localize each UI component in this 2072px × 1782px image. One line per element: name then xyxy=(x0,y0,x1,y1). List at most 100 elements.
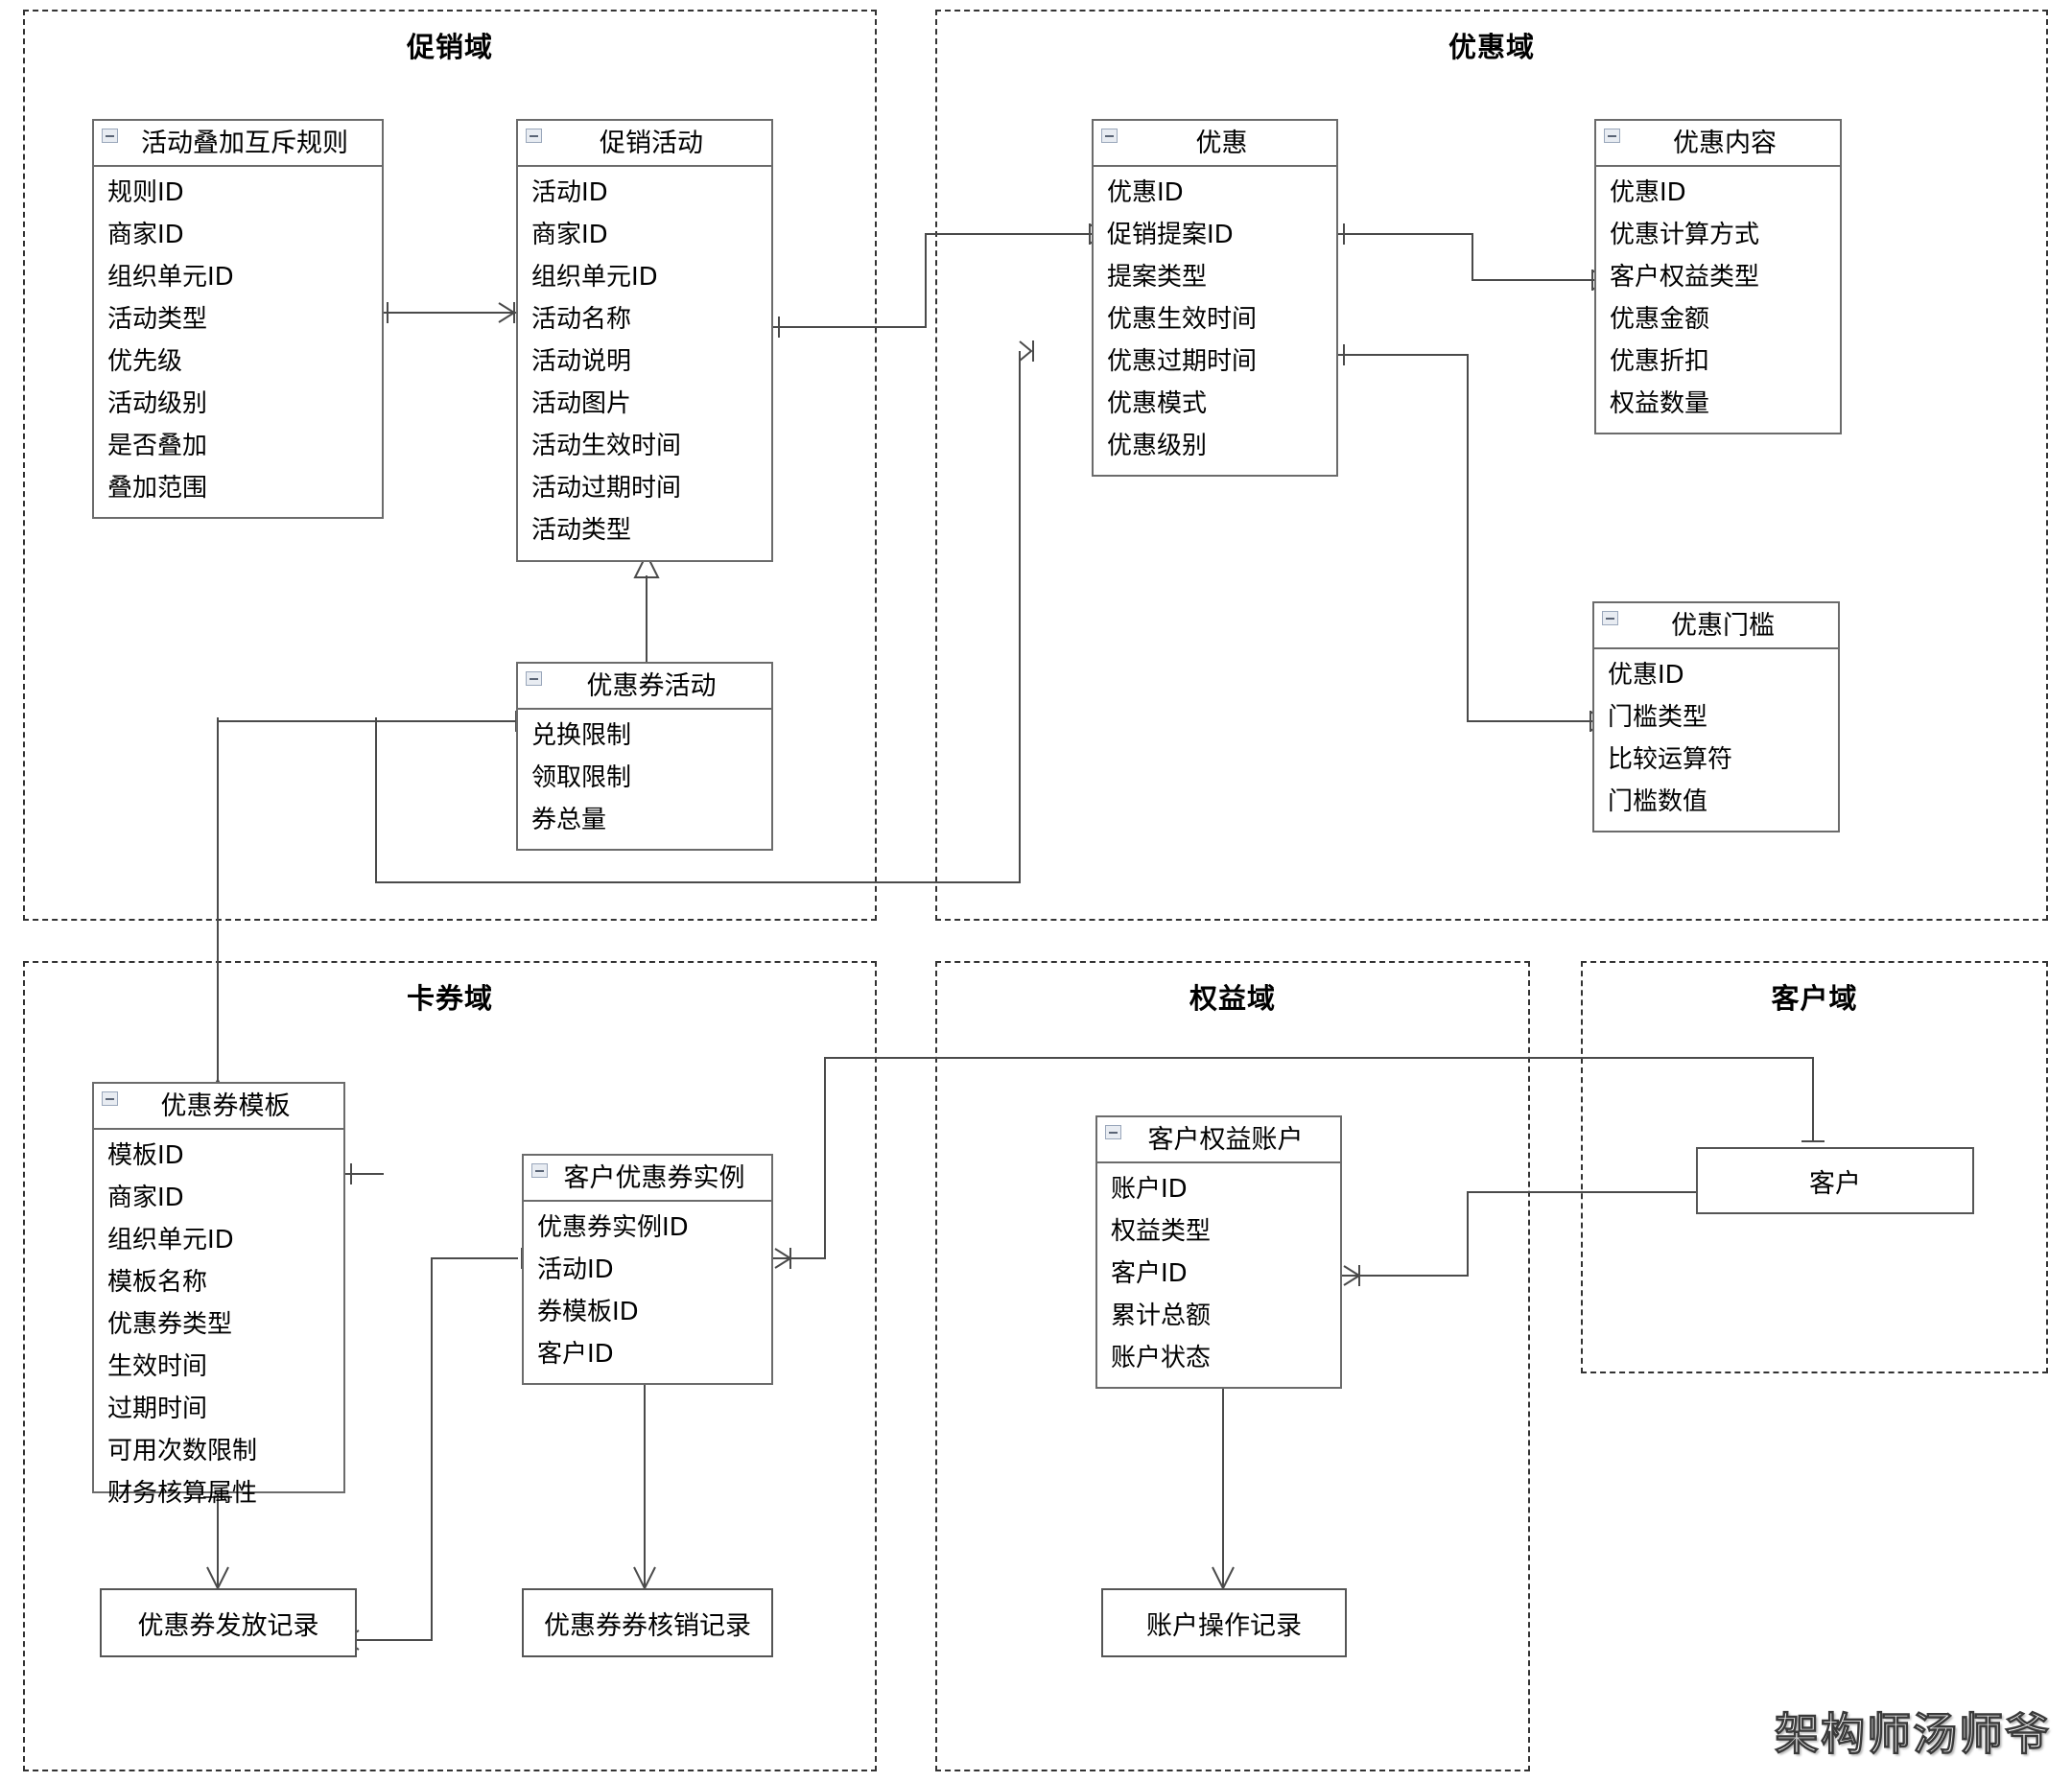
entity-title-coupon-campaign: 优惠券活动 xyxy=(586,670,717,701)
entity-coupon-campaign[interactable]: 优惠券活动 兑换限制 领取限制 券总量 xyxy=(516,662,773,851)
field-row: 促销提案ID xyxy=(1107,221,1234,249)
field-row: 领取限制 xyxy=(531,763,632,792)
entity-header-coupon-template: 优惠券模板 xyxy=(94,1084,343,1130)
entity-header-coupon-campaign: 优惠券活动 xyxy=(518,664,771,710)
field-row: 模板ID xyxy=(107,1141,184,1170)
field-row: 优惠计算方式 xyxy=(1610,221,1760,249)
field-row: 账户状态 xyxy=(1111,1344,1212,1372)
field-row: 账户ID xyxy=(1111,1175,1188,1204)
field-row: 优惠券实例ID xyxy=(537,1213,689,1242)
entity-header-campaign: 促销活动 xyxy=(518,121,771,167)
entity-fields-coupon-instance: 优惠券实例ID 活动ID 券模板ID 客户ID xyxy=(524,1202,771,1381)
domain-title-promotion: 促销域 xyxy=(406,31,493,63)
field-row: 模板名称 xyxy=(107,1268,208,1297)
field-row: 客户权益类型 xyxy=(1610,263,1760,292)
field-row: 叠加范围 xyxy=(107,474,208,503)
domain-coupon: 卡券域 xyxy=(23,961,877,1771)
entity-title-discount-threshold: 优惠门槛 xyxy=(1671,610,1775,641)
collapse-minus-icon[interactable] xyxy=(1105,1125,1121,1139)
field-row: 优惠金额 xyxy=(1610,305,1710,334)
entity-header-rule: 活动叠加互斥规则 xyxy=(94,121,382,167)
entity-customer[interactable]: 客户 xyxy=(1696,1147,1974,1214)
field-row: 过期时间 xyxy=(107,1395,208,1423)
field-row: 规则ID xyxy=(107,178,184,207)
field-row: 财务核算属性 xyxy=(107,1479,258,1508)
entity-fields-discount-threshold: 优惠ID 门槛类型 比较运算符 门槛数值 xyxy=(1594,649,1838,829)
field-row: 优惠ID xyxy=(1608,661,1684,690)
entity-fields-discount-content: 优惠ID 优惠计算方式 客户权益类型 优惠金额 优惠折扣 权益数量 xyxy=(1596,167,1840,431)
field-row: 活动名称 xyxy=(531,305,632,334)
field-row: 优惠生效时间 xyxy=(1107,305,1258,334)
entity-fields-benefit-account: 账户ID 权益类型 客户ID 累计总额 账户状态 xyxy=(1097,1163,1340,1385)
field-row: 活动过期时间 xyxy=(531,474,682,503)
field-row: 活动生效时间 xyxy=(531,432,682,460)
entity-title-rule: 活动叠加互斥规则 xyxy=(141,128,348,158)
entity-account-op-record[interactable]: 账户操作记录 xyxy=(1101,1588,1347,1657)
domain-benefit: 权益域 xyxy=(935,961,1530,1771)
collapse-minus-icon[interactable] xyxy=(526,129,542,143)
field-row: 优惠过期时间 xyxy=(1107,347,1258,376)
field-row: 比较运算符 xyxy=(1608,745,1733,774)
domain-title-benefit: 权益域 xyxy=(1189,982,1276,1015)
collapse-minus-icon[interactable] xyxy=(526,671,542,686)
field-row: 活动说明 xyxy=(531,347,632,376)
field-row: 商家ID xyxy=(531,221,608,249)
field-row: 权益数量 xyxy=(1610,389,1710,418)
field-row: 组织单元ID xyxy=(107,263,234,292)
entity-title-coupon-template: 优惠券模板 xyxy=(160,1090,291,1121)
field-row: 商家ID xyxy=(107,221,184,249)
field-row: 优先级 xyxy=(107,347,183,376)
entity-coupon-template[interactable]: 优惠券模板 模板ID 商家ID 组织单元ID 模板名称 优惠券类型 生效时间 过… xyxy=(92,1082,345,1508)
field-row: 活动图片 xyxy=(531,389,632,418)
entity-benefit-account[interactable]: 客户权益账户 账户ID 权益类型 客户ID 累计总额 账户状态 xyxy=(1095,1115,1342,1389)
collapse-minus-icon[interactable] xyxy=(531,1163,548,1178)
field-row: 券模板ID xyxy=(537,1298,639,1326)
field-row: 活动ID xyxy=(537,1255,614,1284)
domain-customer: 客户域 xyxy=(1581,961,2048,1373)
field-row: 优惠级别 xyxy=(1107,432,1208,460)
field-row: 门槛数值 xyxy=(1608,787,1708,816)
field-row: 组织单元ID xyxy=(531,263,658,292)
field-row: 活动类型 xyxy=(531,516,632,545)
field-row: 商家ID xyxy=(107,1184,184,1212)
field-row: 组织单元ID xyxy=(107,1226,234,1254)
field-row: 兑换限制 xyxy=(531,721,632,750)
entity-coupon-issue-record[interactable]: 优惠券发放记录 xyxy=(100,1588,357,1657)
domain-title-coupon: 卡券域 xyxy=(406,982,493,1015)
entity-title-discount-content: 优惠内容 xyxy=(1673,128,1777,158)
entity-header-discount-threshold: 优惠门槛 xyxy=(1594,603,1838,649)
entity-title-benefit-account: 客户权益账户 xyxy=(1147,1124,1304,1155)
collapse-minus-icon[interactable] xyxy=(1602,611,1618,625)
entity-title-coupon-instance: 客户优惠券实例 xyxy=(563,1162,745,1193)
entity-title-discount: 优惠 xyxy=(1195,128,1248,158)
entity-header-benefit-account: 客户权益账户 xyxy=(1097,1117,1340,1163)
collapse-minus-icon[interactable] xyxy=(1101,129,1118,143)
entity-header-coupon-instance: 客户优惠券实例 xyxy=(524,1156,771,1202)
field-row: 提案类型 xyxy=(1107,263,1208,292)
field-row: 优惠折扣 xyxy=(1610,347,1710,376)
entity-discount[interactable]: 优惠 优惠ID 促销提案ID 提案类型 优惠生效时间 优惠过期时间 优惠模式 优… xyxy=(1092,119,1338,477)
collapse-minus-icon[interactable] xyxy=(102,1091,118,1106)
collapse-minus-icon[interactable] xyxy=(102,129,118,143)
entity-discount-content[interactable]: 优惠内容 优惠ID 优惠计算方式 客户权益类型 优惠金额 优惠折扣 权益数量 xyxy=(1594,119,1842,434)
field-row: 优惠ID xyxy=(1107,178,1184,207)
entity-discount-threshold[interactable]: 优惠门槛 优惠ID 门槛类型 比较运算符 门槛数值 xyxy=(1592,601,1840,832)
collapse-minus-icon[interactable] xyxy=(1604,129,1620,143)
entity-title-campaign: 促销活动 xyxy=(600,128,703,158)
field-row: 优惠模式 xyxy=(1107,389,1208,418)
watermark: 架构师汤师爷 xyxy=(1775,1708,2051,1761)
field-row: 是否叠加 xyxy=(107,432,208,460)
field-row: 活动级别 xyxy=(107,389,208,418)
entity-coupon-redeem-record[interactable]: 优惠券券核销记录 xyxy=(522,1588,773,1657)
domain-title-discount: 优惠域 xyxy=(1448,31,1535,63)
field-row: 门槛类型 xyxy=(1608,703,1708,732)
entity-header-discount-content: 优惠内容 xyxy=(1596,121,1840,167)
domain-title-customer: 客户域 xyxy=(1771,982,1858,1015)
field-row: 活动类型 xyxy=(107,305,208,334)
entity-coupon-instance[interactable]: 客户优惠券实例 优惠券实例ID 活动ID 券模板ID 客户ID xyxy=(522,1154,773,1385)
entity-rule[interactable]: 活动叠加互斥规则 规则ID 商家ID 组织单元ID 活动类型 优先级 活动级别 … xyxy=(92,119,384,519)
entity-fields-discount: 优惠ID 促销提案ID 提案类型 优惠生效时间 优惠过期时间 优惠模式 优惠级别 xyxy=(1094,167,1336,473)
field-row: 优惠券类型 xyxy=(107,1310,233,1339)
entity-campaign[interactable]: 促销活动 活动ID 商家ID 组织单元ID 活动名称 活动说明 活动图片 活动生… xyxy=(516,119,773,562)
